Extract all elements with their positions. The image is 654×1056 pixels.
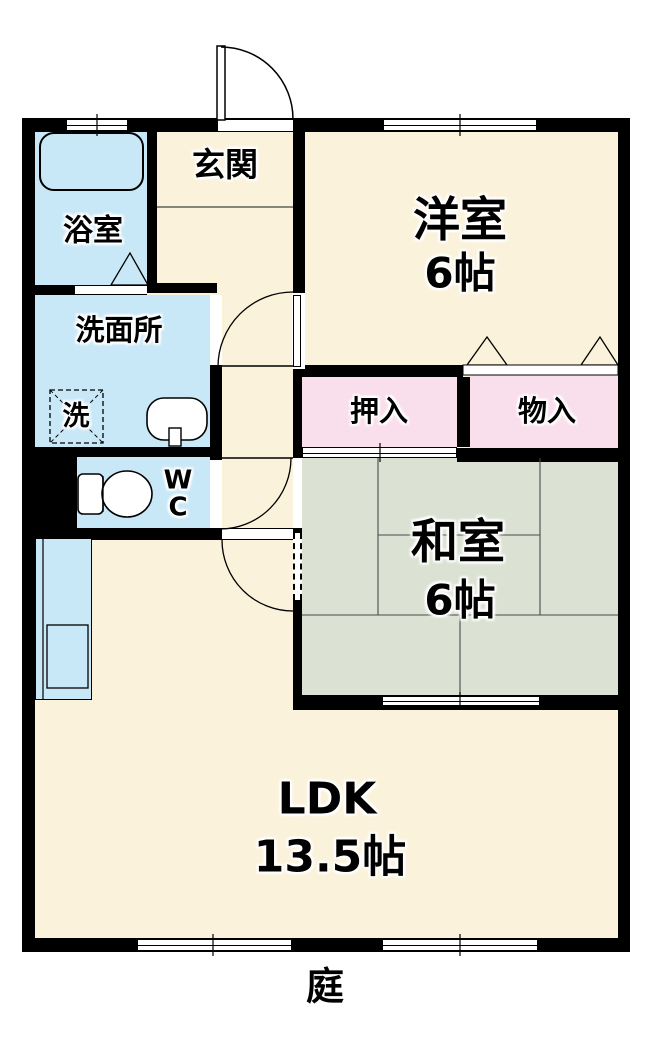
label-bathroom: 浴室 [63, 213, 123, 249]
wall-hall-stub [293, 528, 302, 533]
wall-wc-north [35, 447, 222, 457]
washroom-doorway [210, 295, 222, 365]
wall-monoire-south [457, 448, 618, 462]
wall-hall-east-lower [293, 377, 302, 458]
label-western-name: 洋室 [413, 193, 507, 249]
kitchen-counter-icon [35, 538, 92, 700]
washitsu-fusuma-dashed [293, 533, 302, 600]
label-ldk-size: 13.5帖 [253, 831, 407, 883]
window-bathroom-top [66, 119, 128, 131]
fusuma-midline [303, 452, 456, 454]
wall-washitsu-west [293, 600, 302, 710]
label-western-size: 6帖 [424, 248, 496, 298]
label-washroom: 洗面所 [75, 313, 163, 348]
label-ldk-name: LDK [277, 773, 377, 825]
label-washer: 洗 [62, 401, 90, 433]
wall-genkan-stub [157, 283, 217, 293]
oshiire-fusuma [302, 447, 457, 458]
wall-ldk-north-west [22, 528, 222, 540]
wall-bottom [22, 938, 630, 952]
closet-oshiire [302, 377, 457, 447]
label-wc: W C [163, 465, 193, 522]
window-western-top [383, 119, 537, 131]
wc-doorway [210, 460, 222, 528]
label-washitsu-size: 6帖 [424, 575, 496, 625]
wall-western-south [302, 365, 463, 377]
window-ldk-bottom-right [382, 939, 538, 951]
room-bathroom [35, 130, 147, 285]
label-oshiire: 押入 [349, 394, 409, 429]
ldk-doorway [222, 528, 293, 540]
wall-closet-divider [457, 377, 470, 447]
entrance-doorway [218, 119, 293, 132]
entrance-door-arc [220, 46, 294, 120]
washitsu-slider [382, 696, 540, 706]
label-garden: 庭 [305, 964, 345, 1009]
closet-monoire [470, 375, 618, 448]
wall-bath-south [35, 285, 77, 295]
window-midline [138, 945, 291, 946]
window-midline [383, 945, 537, 946]
label-genkan: 玄関 [192, 145, 258, 185]
wall-wc-west-block [35, 457, 77, 530]
wall-bath-east [147, 130, 157, 293]
wall-right [618, 118, 630, 952]
open-door-leaf-border [293, 295, 301, 367]
label-monoire: 物入 [517, 394, 577, 429]
slider-midline [383, 701, 539, 702]
washitsu-doorway [293, 458, 302, 528]
window-midline [67, 125, 127, 126]
window-ldk-bottom-left [137, 939, 292, 951]
bathroom-doorway [75, 285, 147, 295]
label-washitsu-name: 和室 [411, 515, 505, 571]
wall-washroom-east [210, 365, 222, 457]
window-midline [384, 125, 536, 126]
entrance-door-leaf [216, 45, 226, 121]
